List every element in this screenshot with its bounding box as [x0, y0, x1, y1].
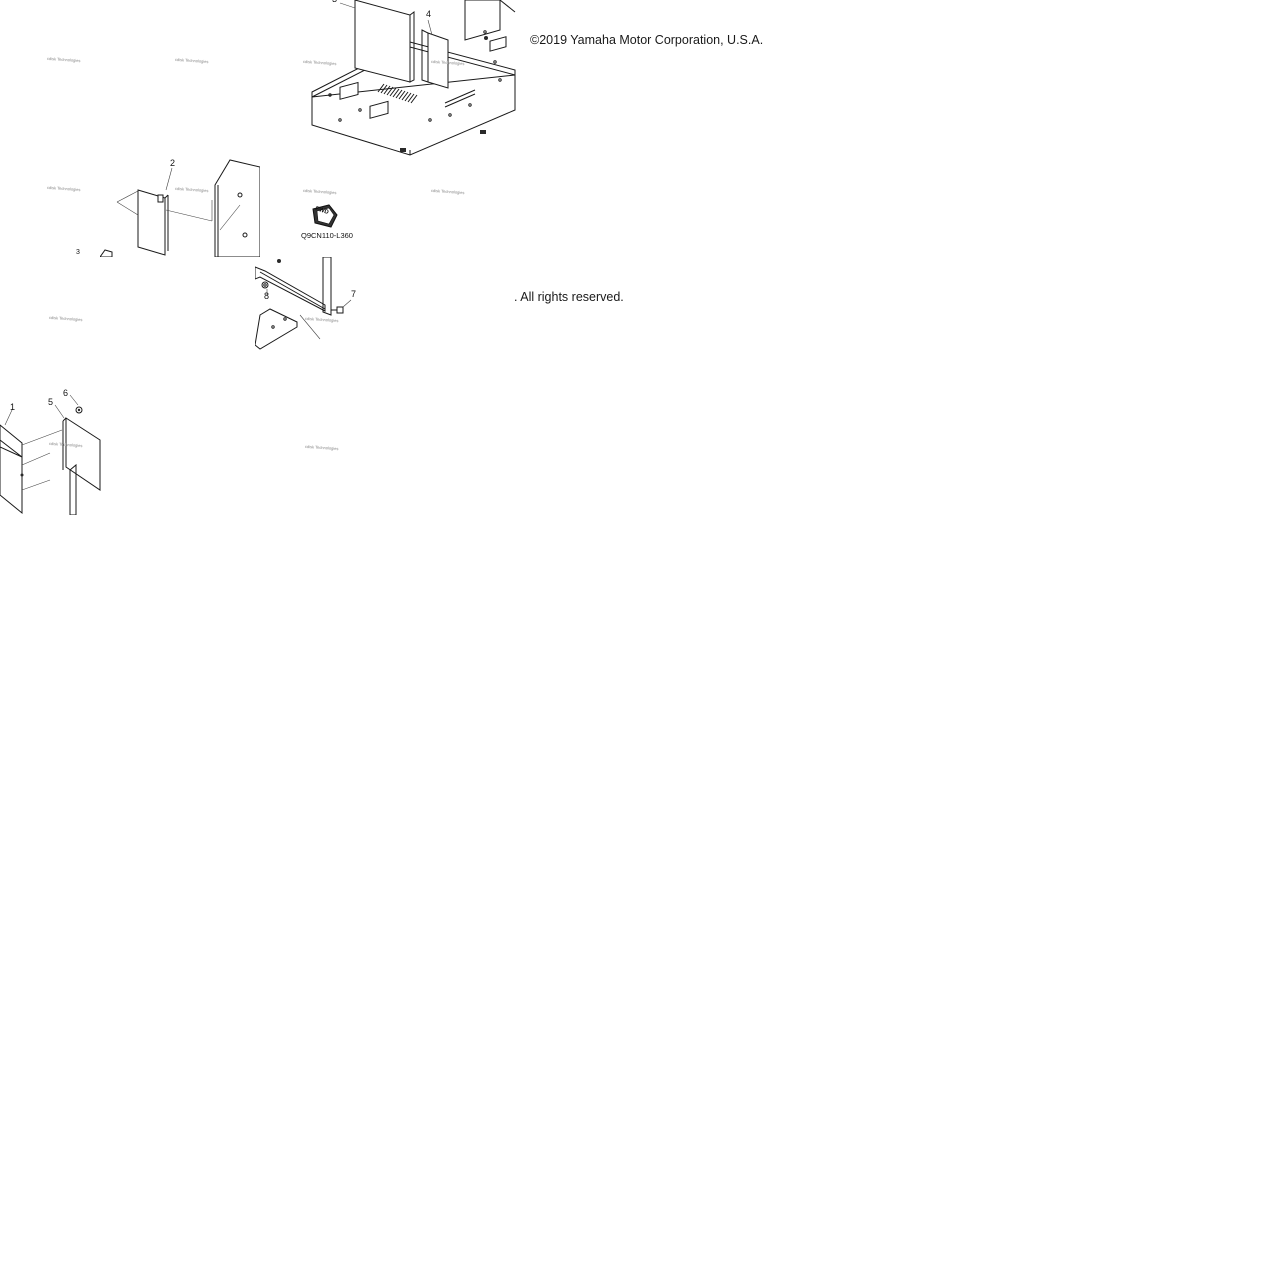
- grille-slots: [377, 83, 418, 104]
- callout-3-mid: 3: [76, 249, 80, 256]
- rights-reserved-notice: . All rights reserved.: [514, 290, 624, 304]
- callout-3-top: 3: [332, 0, 337, 4]
- diagram-tile-panel-1: 1 5 6: [0, 385, 105, 515]
- fwd-arrow-icon: [312, 204, 338, 228]
- floor-frame-drawing: [311, 0, 516, 156]
- callout-4-top: 4: [426, 9, 432, 19]
- diagram-tile-fasteners: 8 7: [255, 257, 360, 352]
- watermark: cdisk Technologies: [46, 55, 81, 64]
- watermark: cdisk Technologies: [174, 56, 209, 65]
- watermark: cdisk Technologies: [48, 314, 83, 323]
- panel-1-drawing: [0, 394, 101, 515]
- callout-2: 2: [170, 158, 176, 168]
- callout-1: 1: [10, 402, 16, 412]
- callout-5: 5: [48, 397, 54, 407]
- watermark: cdisk Technologies: [304, 443, 339, 452]
- watermark: cdisk Technologies: [302, 187, 337, 196]
- watermark: cdisk Technologies: [430, 187, 465, 196]
- diagram-code: Q9CN110-L360: [301, 231, 353, 240]
- callout-8: 8: [264, 291, 270, 301]
- callout-7: 7: [351, 289, 357, 299]
- panel-2-drawing: [100, 159, 260, 257]
- copyright-notice: ©2019 Yamaha Motor Corporation, U.S.A.: [530, 33, 764, 47]
- callout-6: 6: [63, 388, 69, 398]
- diagram-tile-panel-2: 2: [100, 155, 260, 257]
- fasteners-drawing: [255, 257, 352, 350]
- diagram-tile-floor-frame: 3 4: [300, 0, 520, 160]
- watermark: cdisk Technologies: [46, 184, 81, 193]
